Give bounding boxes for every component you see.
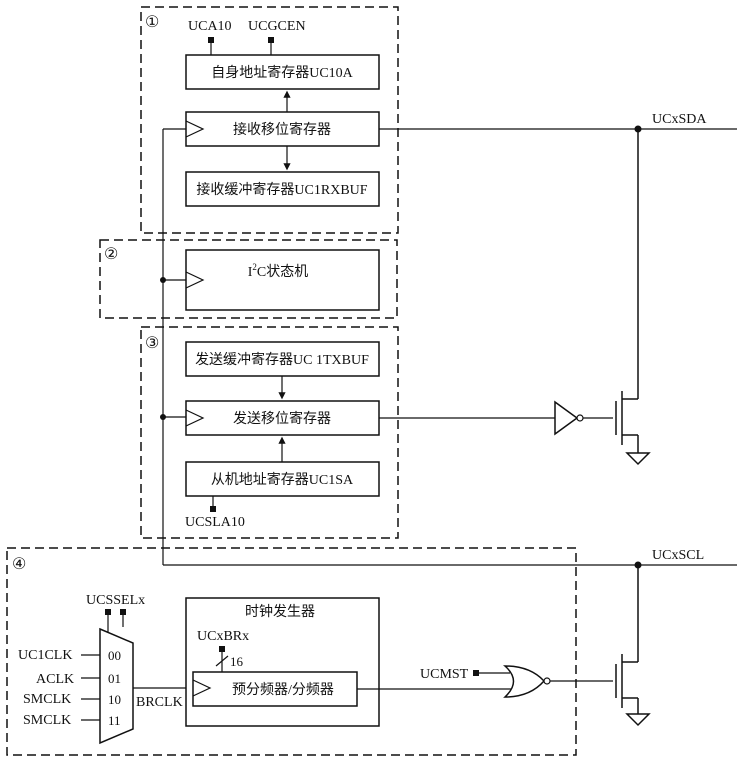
i2c-state-machine (185, 249, 380, 311)
ucsla10-label: UCSLA10 (185, 515, 245, 530)
mux-input-label-0: UC1CLK (18, 648, 72, 663)
ucsla10-pin (210, 506, 216, 512)
ground-symbol-2 (625, 713, 651, 727)
slave-address-register-label: 从机地址寄存器UC1SA (211, 471, 354, 488)
uca10-label: UCA10 (188, 19, 232, 34)
mux-input-label-2: SMCLK (23, 692, 71, 707)
slave-address-register (185, 461, 380, 497)
ucssel-bit-0 (120, 609, 126, 615)
ucxbrx-pin (219, 646, 225, 652)
ucxbrx-label: UCxBRx (197, 629, 249, 644)
region-1-receive (140, 6, 399, 234)
receive-buffer-register-label: 接收缓冲寄存器UC1RXBUF (196, 181, 367, 198)
own-address-register-label: 自身地址寄存器UC10A (211, 64, 353, 81)
clock-generator-label: 时钟发生器 (245, 603, 315, 620)
receive-shift-register (185, 111, 380, 147)
own-address-register (185, 54, 380, 90)
ucxscl-label: UCxSCL (652, 548, 704, 563)
transmit-buffer-register (185, 341, 380, 377)
ucsselx-label: UCSSELx (86, 593, 145, 608)
uca10-pin (208, 37, 214, 43)
mux-input-label-1: ACLK (36, 672, 74, 687)
region-3-marker: ③ (145, 335, 159, 352)
ucxsda-label: UCxSDA (652, 112, 707, 127)
mux-code-3: 11 (108, 713, 121, 728)
nor-gate-symbol (503, 665, 546, 698)
bus-width-label: 16 (230, 654, 244, 669)
ucgcen-label: UCGCEN (248, 19, 306, 34)
region-3-transmit (140, 326, 399, 539)
mux-input-label-3: SMCLK (23, 713, 71, 728)
i2c-state-machine-label: I2C状态机 (248, 262, 309, 280)
scl-driver-transistor (615, 565, 639, 714)
region-4-clock (6, 547, 577, 756)
region-2-marker: ② (104, 246, 118, 263)
receive-shift-register-label: 接收移位寄存器 (233, 121, 331, 138)
ucmst-pin (473, 670, 479, 676)
transmit-buffer-register-label: 发送缓冲寄存器UC 1TXBUF (195, 351, 369, 368)
ucgcen-pin (268, 37, 274, 43)
receive-buffer-register (185, 171, 380, 207)
brclk-label: BRCLK (136, 695, 183, 710)
prescaler-divider-label: 预分频器/分频器 (232, 682, 334, 698)
tx-inverter-symbol (554, 400, 579, 436)
region-2-state-machine (99, 239, 398, 319)
ground-symbol-1 (625, 452, 651, 466)
clock-source-mux (99, 627, 134, 745)
mux-code-0: 00 (108, 648, 121, 663)
ucmst-label: UCMST (420, 667, 469, 682)
region-1-marker: ① (145, 14, 159, 31)
mux-code-1: 01 (108, 671, 121, 686)
ucssel-bit-1 (105, 609, 111, 615)
region-4-marker: ④ (12, 556, 26, 573)
transmit-shift-register (185, 400, 380, 436)
sda-driver-transistor (615, 129, 639, 453)
transmit-shift-register-label: 发送移位寄存器 (233, 410, 331, 427)
mux-code-2: 10 (108, 692, 121, 707)
